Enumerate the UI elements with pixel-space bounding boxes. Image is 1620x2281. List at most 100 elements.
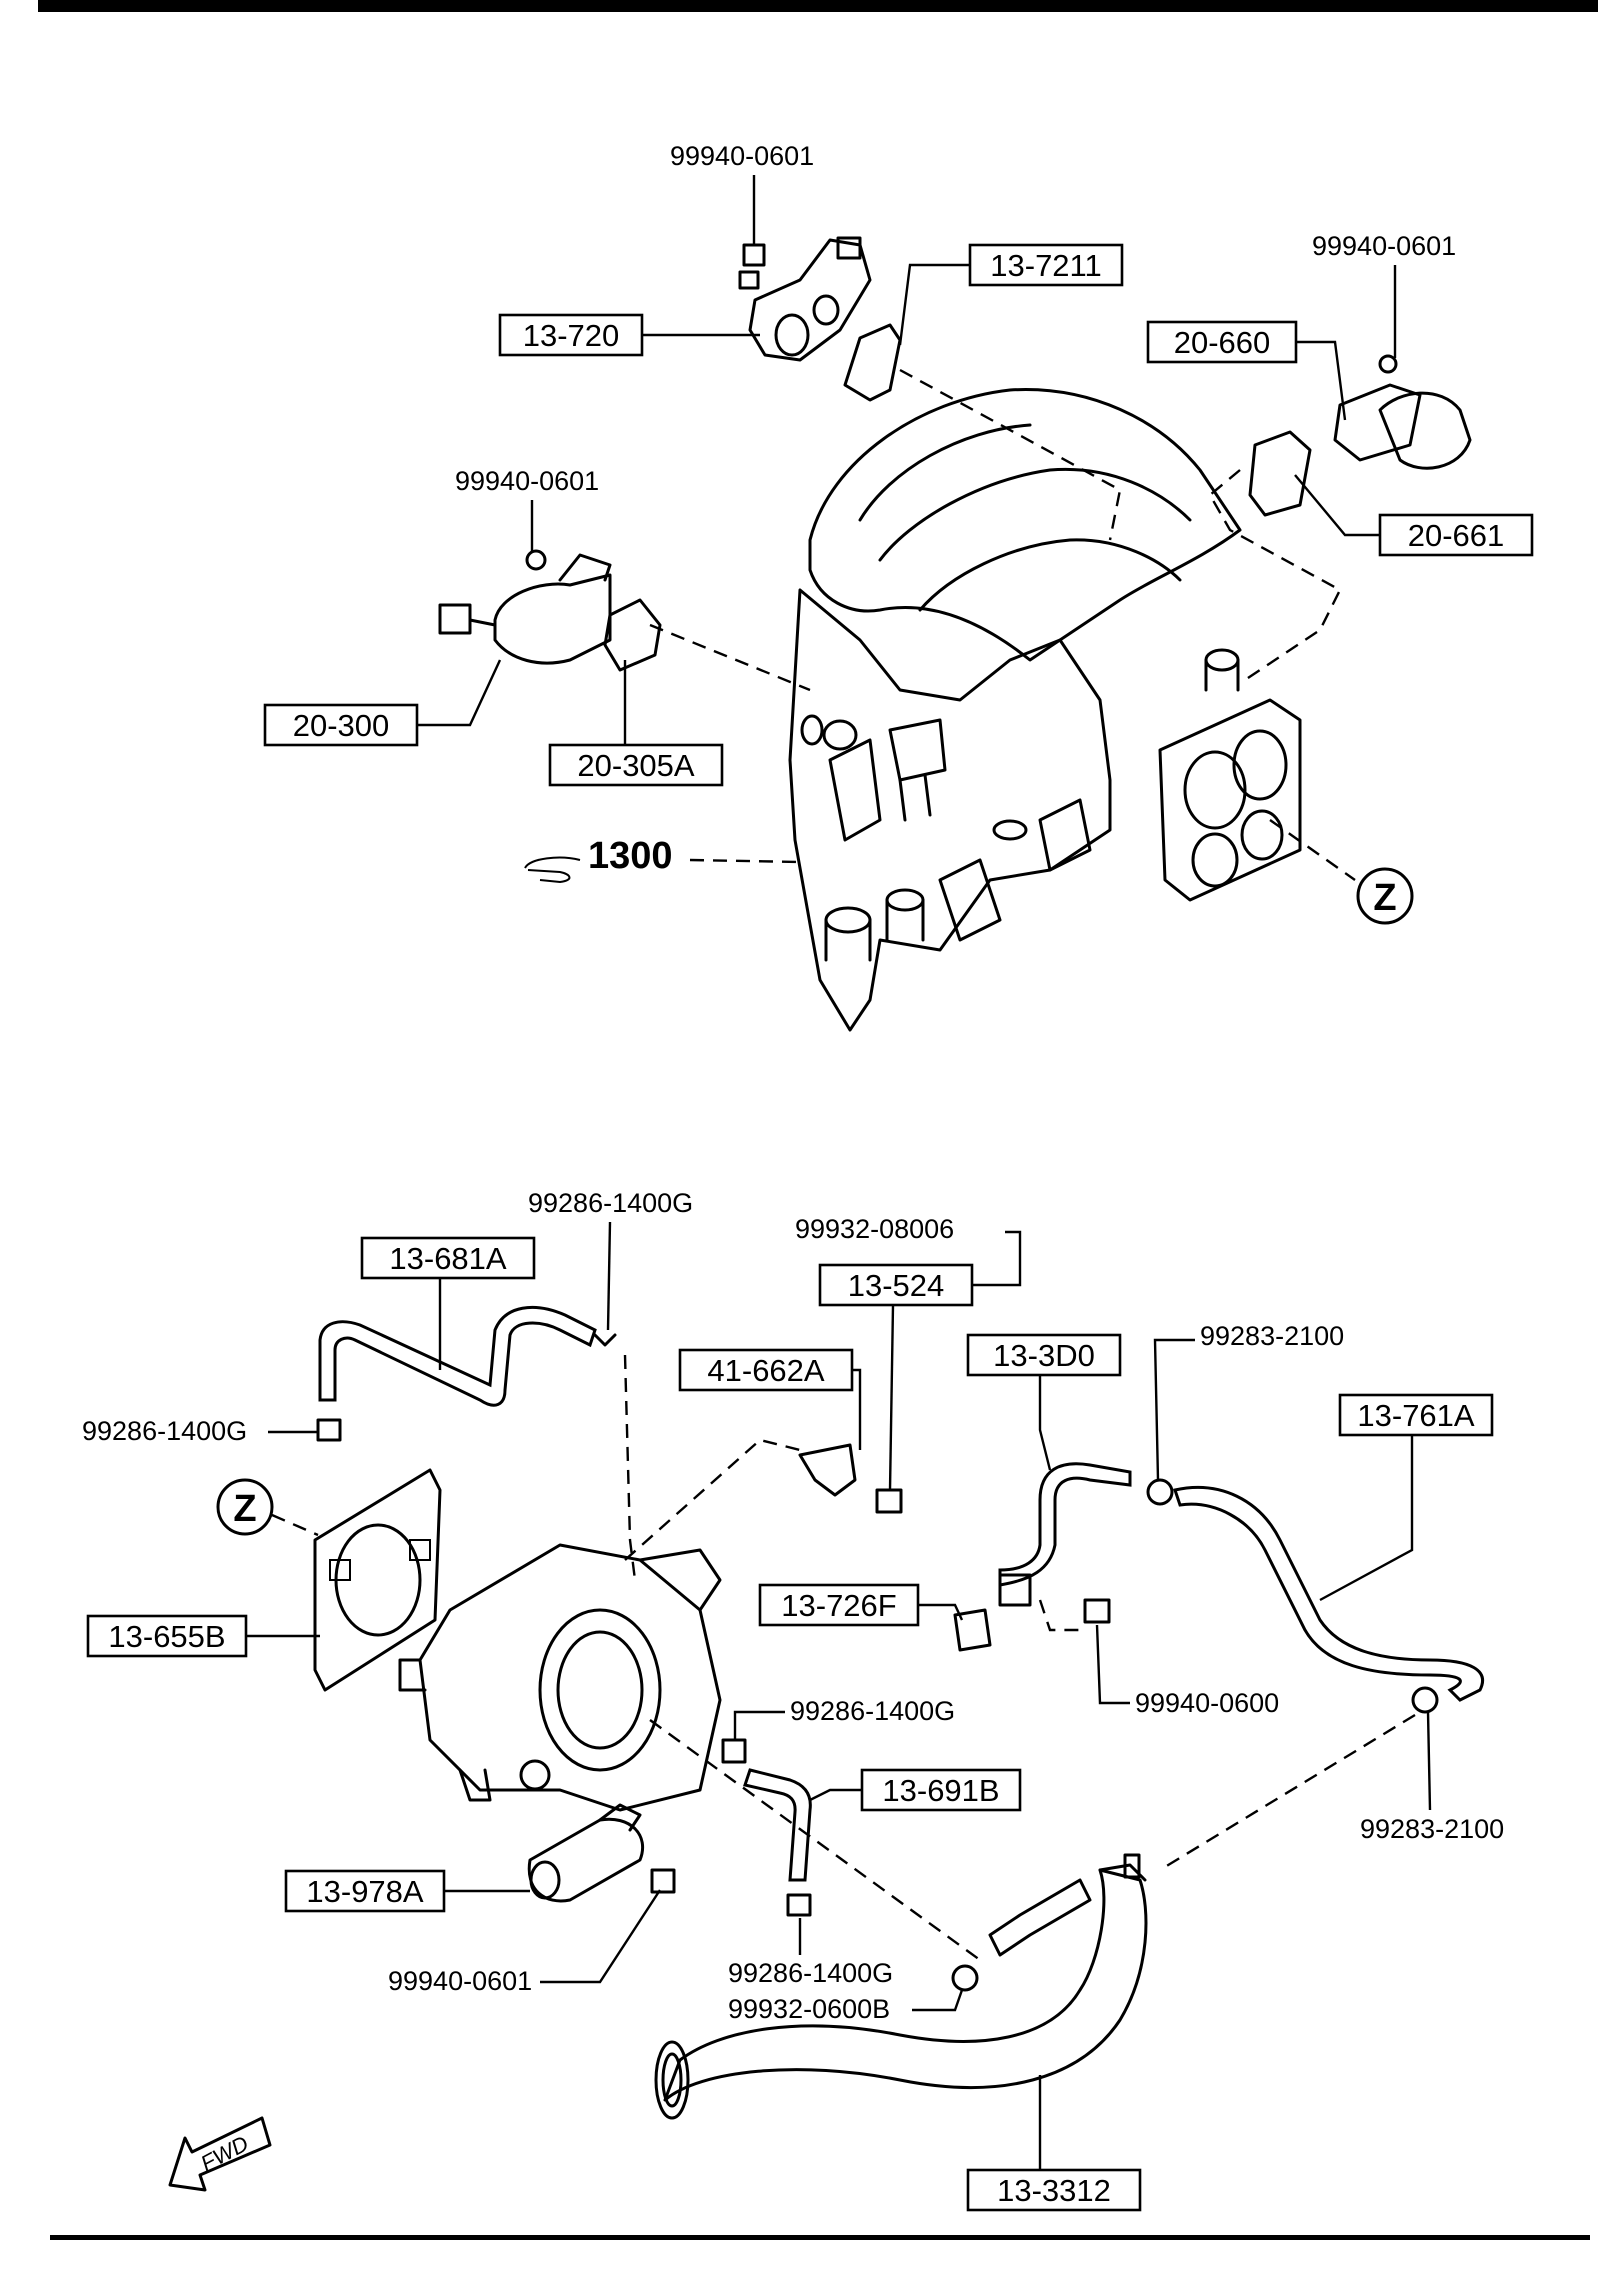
ref-marker-z-top-label: Z	[1373, 877, 1396, 919]
fastener-99286-1400G-top: 99286-1400G	[528, 1188, 693, 1218]
leader-13-726F-box	[918, 1603, 964, 1621]
label-13-7211: 13-7211	[990, 248, 1101, 283]
fastener-99283-2100-top: 99283-2100	[1200, 1321, 1344, 1351]
part-13-7211-shape	[843, 323, 902, 402]
leader-13-7211	[899, 368, 1122, 541]
leader-20-661-box	[1294, 474, 1380, 537]
clip-mid-shape	[721, 1738, 747, 1764]
leader-20-300-box	[417, 659, 502, 727]
label-13-524: 13-524	[848, 1268, 945, 1303]
box-13-3D0	[966, 1333, 1122, 1377]
fastener-99286-1400G-mid: 99286-1400G	[790, 1696, 955, 1726]
label-13-720: 13-720	[523, 318, 620, 353]
pipe-flange-shape	[998, 1573, 1032, 1607]
gasket-13-655B-shape	[313, 1468, 442, 1692]
bracket-41-662A-shape	[798, 1443, 857, 1497]
box-20-300	[263, 703, 419, 747]
pointing-hand-icon	[524, 856, 581, 884]
leader-f-nut-600	[1095, 1624, 1130, 1705]
ref-marker-z-bottom: Z	[216, 1478, 274, 1536]
leader-f-clip-mid	[733, 1710, 785, 1740]
box-20-305A	[548, 743, 724, 787]
leader-20-305A	[649, 623, 811, 692]
label-20-305A: 20-305A	[577, 748, 695, 783]
fastener-99940-0601-bottom: 99940-0601	[388, 1966, 532, 1996]
label-13-681A: 13-681A	[389, 1241, 507, 1276]
throttle-body-shape	[398, 1543, 722, 1812]
part-13-720-shape	[738, 236, 872, 362]
fastener-99286-1400G-bottom: 99286-1400G	[728, 1958, 893, 1988]
nut-icon	[742, 243, 766, 267]
leader-41-662A-dash	[624, 1438, 801, 1561]
fastener-99932-0600B: 99932-0600B	[728, 1994, 890, 2024]
fwd-arrow-icon: FWD	[168, 2116, 272, 2192]
bottom-rule	[50, 2235, 1590, 2240]
leader-13-7211-box	[898, 263, 970, 346]
leader-f-clip-top	[606, 1221, 612, 1331]
box-13-720	[498, 313, 644, 357]
leader-f-bolt-524	[972, 1230, 1022, 1287]
leader-41-662A-box	[852, 1368, 862, 1450]
leader-f-clamp-1	[1153, 1338, 1195, 1481]
leader-f-clamp-2	[1426, 1711, 1432, 1811]
leader-20-661	[1208, 469, 1342, 681]
box-13-681A	[360, 1236, 536, 1280]
label-13-3312: 13-3312	[997, 2173, 1111, 2208]
box-13-3312	[966, 2168, 1142, 2212]
nut-99940-0600-shape	[1083, 1598, 1111, 1624]
fastener-99940-0601-top-1: 99940-0601	[670, 141, 814, 171]
pipe-13-3D0-shape	[998, 1462, 1132, 1587]
fastener-99940-0601-top-3: 99940-0601	[455, 466, 599, 496]
leader-nut-dash	[1038, 1599, 1080, 1632]
clamp-2-shape	[1411, 1686, 1439, 1714]
intake-manifold	[788, 388, 1302, 1032]
clip-bot-shape	[786, 1893, 812, 1917]
fastener-99940-0600: 99940-0600	[1135, 1688, 1279, 1718]
box-20-661	[1378, 513, 1534, 557]
clip-top-shape	[593, 1333, 617, 1347]
leader-clamp-2-dash	[1159, 1713, 1416, 1872]
label-20-660: 20-660	[1174, 325, 1271, 360]
box-41-662A	[678, 1348, 854, 1392]
label-13-691B: 13-691B	[882, 1773, 999, 1808]
label-20-300: 20-300	[293, 708, 390, 743]
box-13-761A	[1338, 1393, 1494, 1437]
hose-13-691B-shape	[743, 1768, 812, 1882]
leader-clip-top-dash	[623, 1354, 637, 1581]
box-13-691B	[860, 1768, 1022, 1812]
top-rule	[38, 0, 1598, 12]
duct-13-3312-shape	[654, 1853, 1148, 2120]
fastener-99286-1400G-left: 99286-1400G	[82, 1416, 247, 1446]
assembly-leader	[689, 858, 801, 864]
ref-marker-z-top: Z	[1356, 867, 1414, 925]
hose-13-681A-shape	[318, 1305, 597, 1407]
label-13-726F: 13-726F	[781, 1588, 896, 1623]
leader-691B-dash	[649, 1719, 981, 1961]
leader-f-bolt-600B	[912, 1989, 964, 2012]
label-20-661: 20-661	[1408, 518, 1505, 553]
leader-13-3D0-box	[1038, 1375, 1052, 1471]
label-13-978A: 13-978A	[306, 1874, 424, 1909]
canister-13-978A-shape	[527, 1803, 645, 1903]
clamp-1-shape	[1146, 1478, 1174, 1506]
clip-left-shape	[316, 1418, 342, 1442]
assembly-ref-label: 1300	[588, 835, 673, 877]
label-13-3D0: 13-3D0	[993, 1338, 1095, 1373]
part-20-661-shape	[1248, 430, 1312, 517]
leader-13-691B-box	[809, 1788, 862, 1802]
nut-978-shape	[650, 1868, 676, 1894]
bolt-13-524-shape	[875, 1488, 903, 1514]
ref-marker-z-bottom-label: Z	[233, 1488, 256, 1530]
hose-13-761A-shape	[1173, 1485, 1484, 1702]
fastener-99283-2100-bottom: 99283-2100	[1360, 1814, 1504, 1844]
z-leader-top	[1269, 819, 1356, 881]
leader-13-761A-box	[1319, 1435, 1414, 1602]
leader-f-nut-978	[540, 1889, 662, 1984]
leader-20-660	[1296, 340, 1347, 421]
part-20-660-shape	[1333, 354, 1472, 470]
fastener-99932-08006: 99932-08006	[795, 1214, 954, 1244]
label-13-761A: 13-761A	[1357, 1398, 1475, 1433]
part-20-305A-shape	[603, 598, 662, 672]
